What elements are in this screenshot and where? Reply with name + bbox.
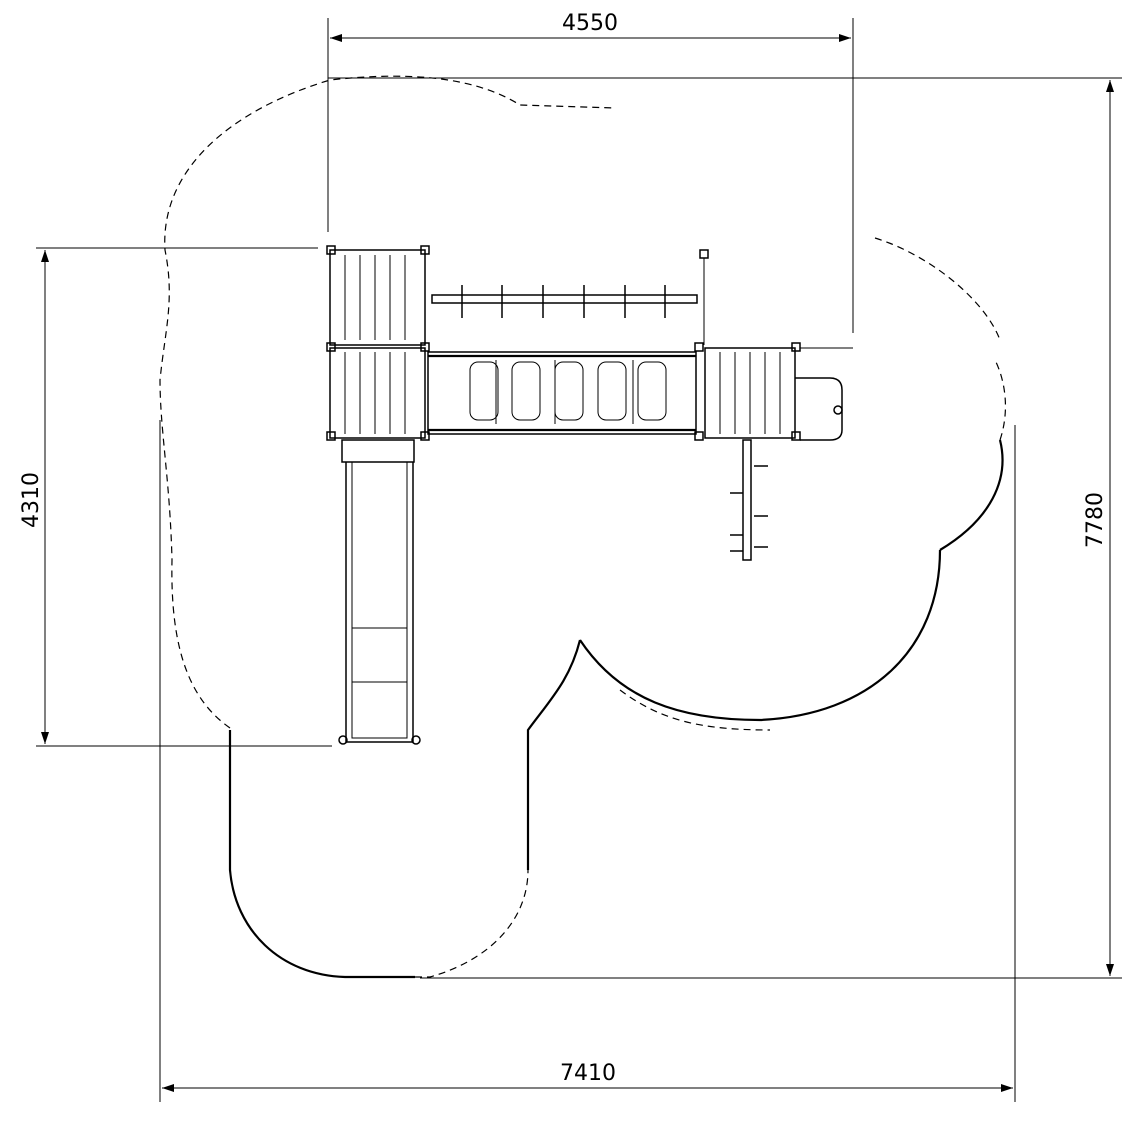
right-deck [704, 347, 796, 439]
dimension-left-label: 4310 [19, 472, 44, 528]
posts [326, 245, 801, 441]
play-structure [326, 245, 853, 745]
climbing-pole [742, 439, 752, 561]
dimension-right: 7780 [328, 77, 1122, 979]
dimension-left: 4310 [19, 247, 332, 747]
bridge [427, 351, 697, 435]
tower-deck-lower [329, 347, 426, 439]
monkey-bars [431, 294, 698, 304]
dimension-top-label: 4550 [562, 11, 618, 36]
safety-zone-outline [159, 75, 1007, 979]
slide-start [341, 439, 415, 463]
dimension-bottom-label: 7410 [560, 1061, 616, 1086]
slide [345, 462, 414, 743]
dimension-top: 4550 [327, 11, 854, 333]
handrail [795, 377, 843, 441]
dimension-right-label: 7780 [1083, 492, 1108, 548]
tower-deck-upper [329, 249, 426, 346]
dimension-bottom: 7410 [159, 420, 1016, 1102]
